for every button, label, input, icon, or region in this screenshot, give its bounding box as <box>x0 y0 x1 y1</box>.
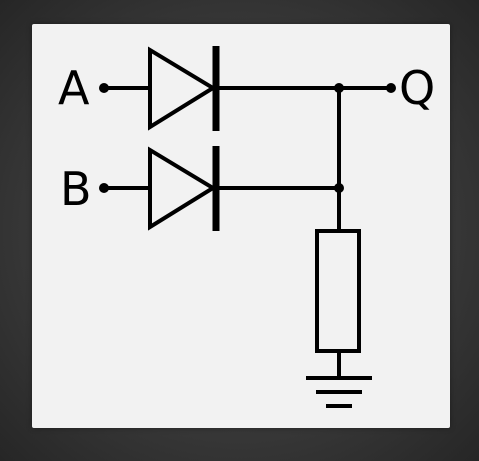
resistor <box>315 229 361 353</box>
junction-bottom-dot <box>334 183 344 193</box>
ground-icon <box>306 376 372 408</box>
diode-b-triangle <box>148 146 217 231</box>
terminal-b-dot <box>99 183 109 193</box>
diode-a-triangle <box>148 46 217 131</box>
terminal-q-dot <box>386 83 396 93</box>
junction-top-dot <box>334 83 344 93</box>
label-input-a: A <box>58 61 90 115</box>
label-output-q: Q <box>399 61 435 115</box>
label-input-b: B <box>60 162 92 216</box>
terminal-a-dot <box>99 83 109 93</box>
